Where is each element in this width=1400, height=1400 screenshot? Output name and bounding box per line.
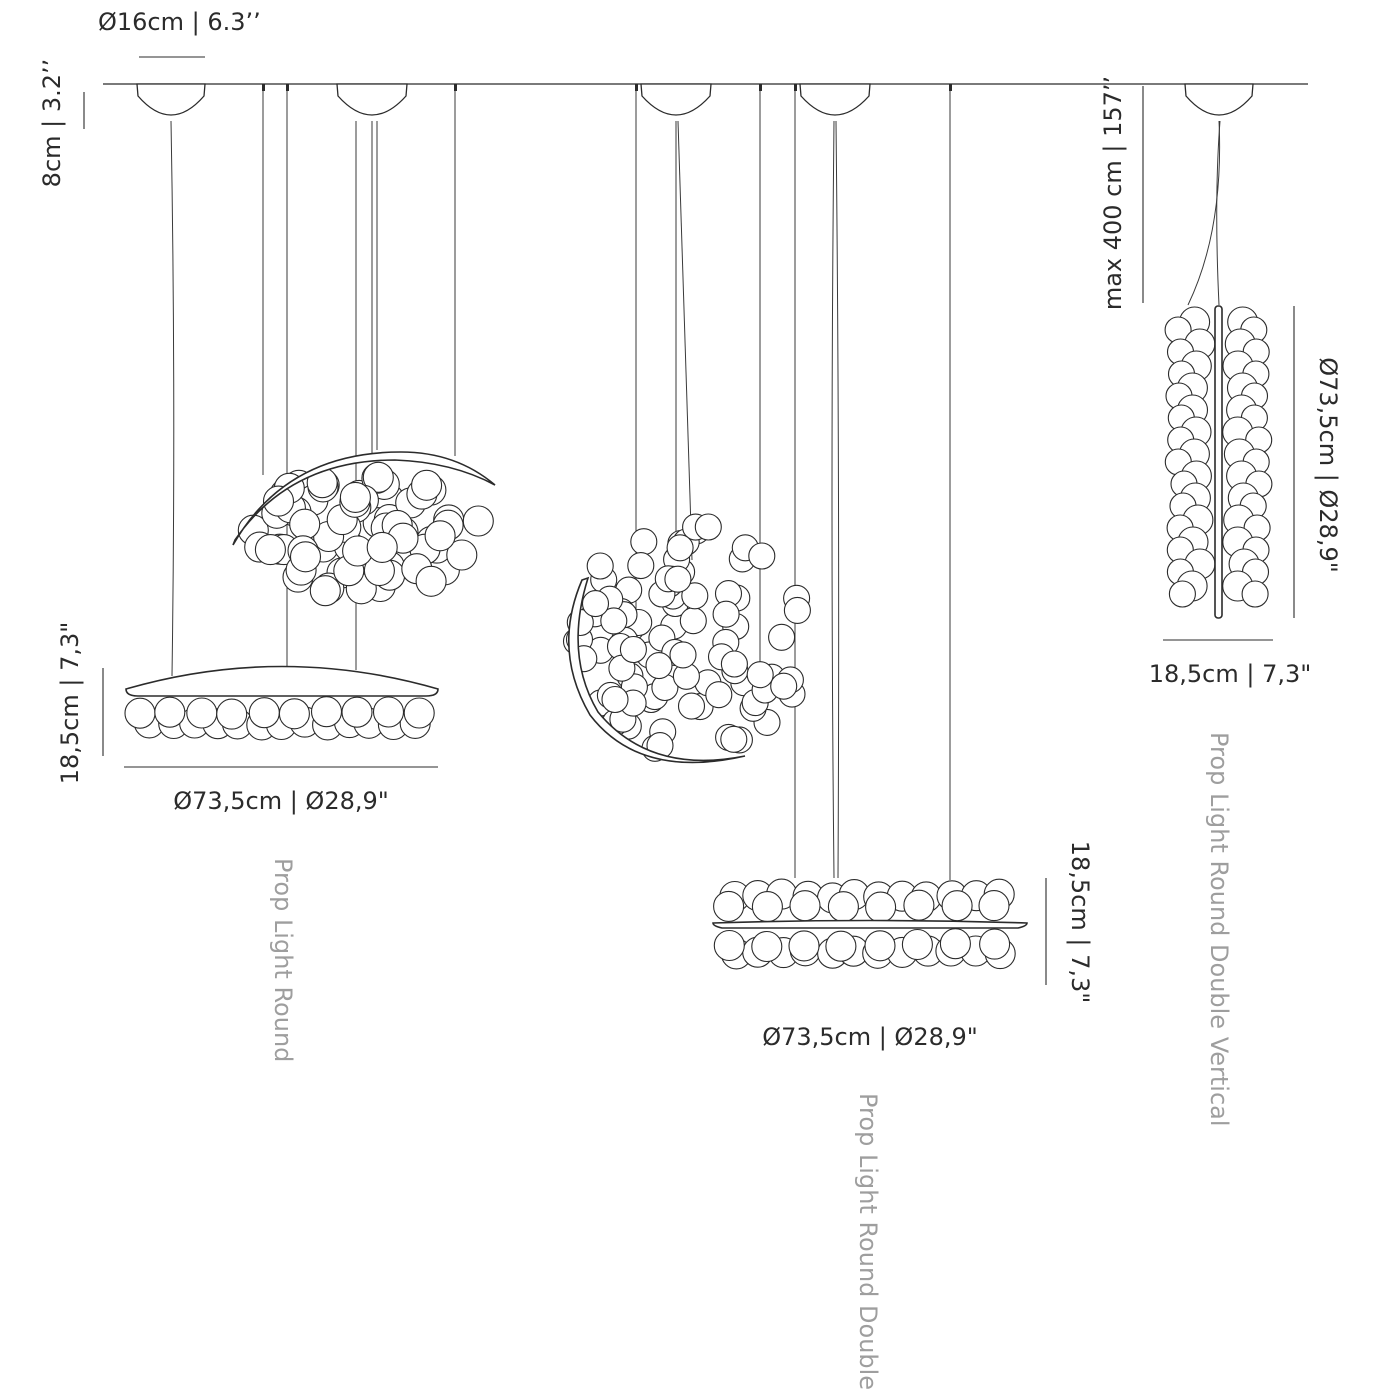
glass-sphere [720,725,748,753]
glass-sphere [751,891,783,923]
glass-sphere [720,650,748,678]
glass-sphere [366,531,398,563]
glass-sphere [705,681,733,709]
glass-sphere [403,697,435,729]
glass-sphere [645,652,673,680]
glass-sphere [865,891,897,923]
glass-sphere [903,889,935,921]
glass-sphere [681,582,709,610]
product-label-round: Prop Light Round [269,858,297,1062]
glass-sphere [789,890,821,922]
glass-sphere [262,485,295,517]
glass-sphere [289,541,322,573]
glass-sphere [310,696,343,728]
glass-sphere [630,528,658,556]
glass-sphere [411,469,443,501]
dimension-lines [83,56,1295,985]
vertical-depth-label: 18,5cm | 7,3" [1149,660,1312,688]
glass-sphere [601,685,629,714]
glass-sphere [748,542,776,570]
glass-sphere [581,590,610,618]
prop-light-round-tilted-fixture [232,451,496,607]
glass-sphere [827,891,859,923]
max-length-label: max 400 cm | 157’’ [1099,76,1127,310]
prop-light-round-vertical-fixture [562,513,811,764]
glass-sphere [1241,580,1269,608]
glass-sphere [939,928,971,960]
glass-sphere [679,607,707,635]
ceiling-anchors [262,84,952,91]
glass-sphere [768,623,796,651]
glass-sphere [254,534,286,566]
round-height-label: 18,5cm | 7,3" [56,622,84,785]
glass-sphere [788,930,820,962]
glass-sphere [372,696,405,728]
double-diameter-label: Ø73,5cm | Ø28,9" [762,1023,978,1051]
glass-sphere [216,698,248,730]
glass-sphere [666,534,694,562]
glass-sphere [677,692,706,720]
glass-sphere [600,607,628,635]
canopy-diameter-label: Ø16cm | 6.3’’ [98,8,261,36]
prop-light-round-double-fixture [712,878,1028,970]
product-label-round-double-vertical: Prop Light Round Double Vertical [1205,732,1233,1127]
glass-sphere [751,930,783,963]
ceiling-canopies [136,83,1254,116]
product-label-round-double: Prop Light Round Double [854,1093,882,1390]
glass-sphere [289,508,321,540]
glass-sphere [278,698,310,730]
glass-sphere [309,575,341,607]
prop-light-round-fixture [124,665,439,741]
glass-sphere [586,552,614,580]
round-diameter-label: Ø73,5cm | Ø28,9" [173,787,389,815]
glass-sphere [154,696,186,728]
glass-sphere [424,520,456,552]
glass-sphere [825,930,857,962]
glass-sphere [415,565,447,597]
canopy-height-label: 8cm | 3.2’’ [38,59,66,188]
glass-sphere [901,928,933,961]
double-height-label: 18,5cm | 7,3" [1066,841,1094,1004]
glass-sphere [979,928,1011,960]
glass-sphere [713,929,745,962]
glass-sphere [864,930,896,962]
glass-sphere [664,565,692,593]
glass-sphere [446,539,478,571]
glass-sphere [1168,580,1196,608]
glass-sphere [783,596,811,624]
glass-sphere [619,635,647,664]
glass-sphere [713,890,745,922]
glass-sphere [627,552,655,580]
glass-sphere [746,661,774,689]
glass-sphere [694,513,722,541]
glass-sphere [941,890,973,922]
glass-sphere [124,697,156,729]
glass-sphere [669,641,697,669]
glass-sphere [978,890,1010,922]
vertical-diameter-label: Ø73,5cm | Ø28,9" [1314,357,1342,573]
prop-light-round-double-vertical-fixture [1164,305,1273,619]
glass-sphere [712,600,740,628]
glass-sphere [462,505,494,537]
glass-sphere [186,697,218,729]
glass-sphere [248,697,280,729]
glass-sphere [362,461,394,493]
glass-sphere [341,696,373,728]
glass-sphere [339,481,371,513]
glass-sphere [770,672,798,700]
